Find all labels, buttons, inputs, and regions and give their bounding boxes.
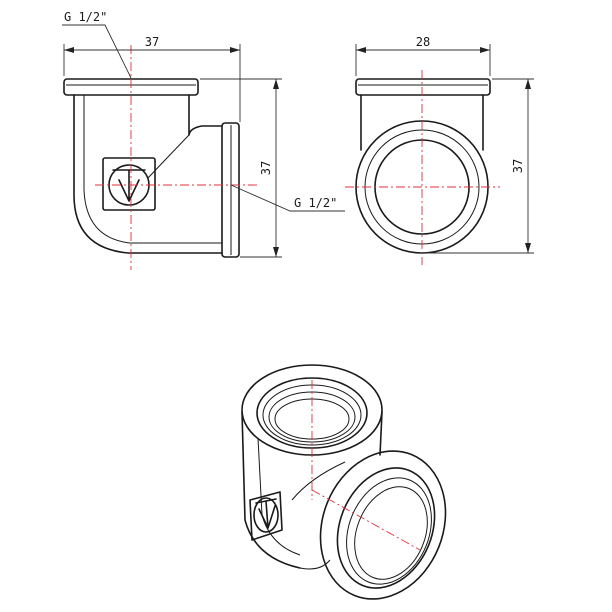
iso-centerline-horizontal <box>311 489 421 551</box>
isometric-view <box>241 364 447 600</box>
thread-top-leader <box>62 24 132 79</box>
thread-top-label: G 1/2" <box>64 10 107 24</box>
front-valve-mark <box>102 157 156 211</box>
thread-side-label: G 1/2" <box>294 196 337 210</box>
front-body-right <box>188 94 223 136</box>
front-view <box>62 24 345 270</box>
side-top-cap <box>355 78 491 96</box>
iso-valve-mark <box>249 491 283 541</box>
thread-side-leader <box>230 184 345 212</box>
front-width-label: 37 <box>145 35 159 49</box>
iso-side-rim <box>319 450 447 600</box>
side-view <box>345 44 534 265</box>
front-body-left <box>73 94 223 254</box>
side-height-label: 37 <box>511 159 525 173</box>
front-side-cap <box>221 122 240 258</box>
iso-body-left <box>241 411 301 569</box>
side-width-label: 28 <box>416 35 430 49</box>
iso-body-right <box>379 411 383 456</box>
front-height-label: 37 <box>259 161 273 175</box>
